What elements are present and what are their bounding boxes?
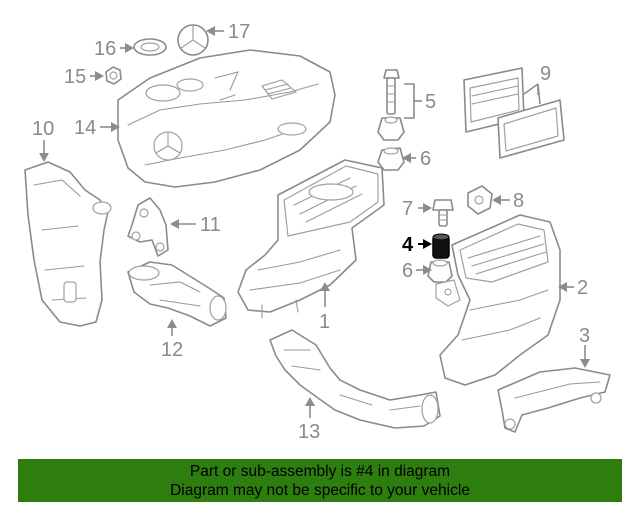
callout-6-lower: 6 bbox=[402, 260, 413, 282]
callout-4-highlighted: 4 bbox=[402, 234, 414, 256]
callout-9: 9 bbox=[540, 63, 551, 85]
part-clip bbox=[467, 185, 493, 215]
part-lower-bracket bbox=[497, 367, 611, 433]
part-damper-upper bbox=[377, 147, 405, 171]
callout-2: 2 bbox=[577, 277, 588, 299]
info-banner: Part or sub-assembly is #4 in diagram Di… bbox=[18, 459, 622, 502]
callout-10: 10 bbox=[32, 118, 54, 140]
part-intake-duct-left bbox=[24, 161, 112, 327]
part-air-filter-housing-right bbox=[435, 214, 561, 386]
callout-17: 17 bbox=[228, 21, 250, 43]
leader-lines bbox=[39, 26, 590, 418]
parts-diagram: 1 2 3 4 5 6 6 7 8 9 10 11 12 13 14 15 16… bbox=[24, 21, 611, 443]
part-air-filter-housing-left bbox=[237, 159, 385, 319]
callout-11: 11 bbox=[200, 214, 221, 236]
part-engine-cover bbox=[117, 49, 336, 188]
callout-labels: 1 2 3 4 5 6 6 7 8 9 10 11 12 13 14 15 16… bbox=[32, 21, 590, 443]
part-rubber-mount-highlighted bbox=[432, 233, 450, 259]
callout-12: 12 bbox=[161, 339, 183, 361]
part-emblem bbox=[177, 24, 209, 56]
part-bolt-with-damper bbox=[377, 69, 405, 141]
part-filter-element bbox=[463, 67, 565, 159]
callout-3: 3 bbox=[579, 325, 590, 347]
callout-1: 1 bbox=[319, 311, 330, 333]
callout-8: 8 bbox=[513, 190, 524, 212]
part-bracket bbox=[127, 197, 169, 257]
part-damper-lower bbox=[427, 259, 453, 283]
callout-6-upper: 6 bbox=[420, 148, 431, 170]
part-intake-elbow bbox=[127, 261, 227, 327]
part-ring bbox=[133, 38, 167, 56]
banner-line-1: Part or sub-assembly is #4 in diagram bbox=[189, 463, 451, 480]
part-grommet bbox=[105, 66, 122, 85]
banner-line-2: Diagram may not be specific to your vehi… bbox=[170, 482, 470, 499]
callout-15: 15 bbox=[64, 66, 86, 88]
callout-13: 13 bbox=[298, 421, 320, 443]
part-bolt bbox=[432, 199, 454, 227]
callout-16: 16 bbox=[94, 38, 116, 60]
callout-7: 7 bbox=[402, 198, 413, 220]
callout-14: 14 bbox=[74, 117, 96, 139]
callout-5: 5 bbox=[425, 91, 436, 113]
part-duct-lower bbox=[269, 329, 441, 429]
